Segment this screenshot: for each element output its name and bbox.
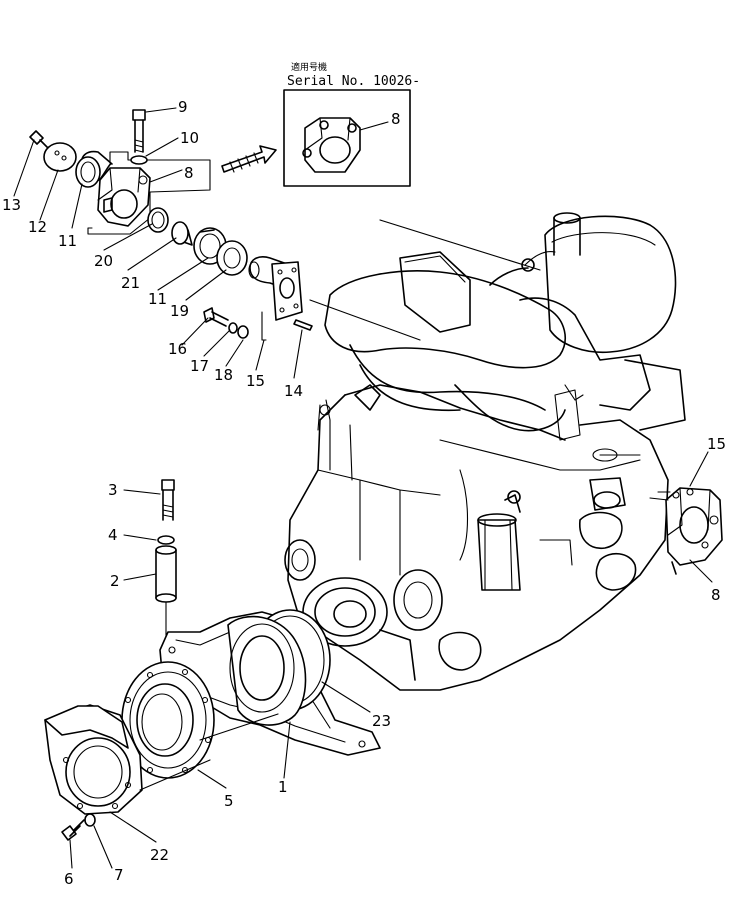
bolt-13 [29, 130, 44, 145]
inset-callout-8: 8 [391, 110, 401, 128]
washer-17 [228, 322, 238, 334]
callout-20: 20 [94, 252, 113, 270]
callout-13: 13 [2, 196, 21, 214]
callout-19: 19 [170, 302, 189, 320]
cover-22 [44, 704, 143, 815]
leader-lines [13, 107, 713, 869]
rear-bracket-assembly [649, 487, 723, 575]
bushing-11-top [75, 150, 113, 188]
washer-18 [237, 325, 249, 339]
washer-10 [130, 155, 148, 165]
callout-22: 22 [150, 846, 169, 864]
callout-9: 9 [178, 98, 188, 116]
callout-numbers: 9 10 8 13 12 11 20 21 11 19 16 17 18 15 … [2, 98, 726, 888]
callout-2: 2 [110, 572, 120, 590]
direction-arrow [221, 145, 277, 173]
bolt-3 [161, 479, 175, 521]
ring-20 [147, 207, 169, 233]
inset-applicable-label: 適用号機 [291, 61, 327, 73]
front-mount-parts [44, 479, 381, 841]
bolt-9 [132, 109, 146, 153]
callout-10: 10 [180, 129, 199, 147]
seal-cover-5 [121, 661, 215, 779]
callout-16: 16 [168, 340, 187, 358]
spacer-2 [155, 545, 177, 603]
bracket-8 [97, 167, 151, 227]
inset-frame [283, 89, 411, 187]
support-shaft-15 [248, 256, 303, 321]
callout-11-top: 11 [58, 232, 77, 250]
callout-23: 23 [372, 712, 391, 730]
pin-14 [293, 319, 313, 331]
callout-18: 18 [214, 366, 233, 384]
callout-3: 3 [108, 481, 118, 499]
callout-7: 7 [114, 866, 124, 884]
callout-15-left: 15 [246, 372, 265, 390]
cap-12 [43, 142, 77, 172]
callout-6: 6 [64, 870, 74, 888]
collar-21 [171, 221, 193, 246]
callout-21: 21 [121, 274, 140, 292]
front-support-parts [29, 109, 541, 341]
serial-inset: 適用号機 Serial No. 10026- 8 [283, 61, 420, 187]
washer-7 [84, 813, 96, 827]
bolt-6 [61, 819, 85, 841]
callout-15-right: 15 [707, 435, 726, 453]
inset-serial-label: Serial No. 10026- [287, 74, 420, 89]
callout-17: 17 [190, 357, 209, 375]
callout-8-right: 8 [711, 586, 721, 604]
callout-14: 14 [284, 382, 303, 400]
callout-12: 12 [28, 218, 47, 236]
washer-4 [157, 535, 175, 545]
bolt-16 [203, 307, 229, 327]
callout-8-top: 8 [184, 164, 194, 182]
inset-bracket-drawing [302, 117, 389, 173]
callout-11-lower: 11 [148, 290, 167, 308]
washer-19 [216, 240, 248, 276]
callout-5: 5 [224, 792, 234, 810]
callout-4: 4 [108, 526, 118, 544]
callout-1: 1 [278, 778, 288, 796]
flywheel-housing-plate [227, 615, 307, 726]
engine-assembly [284, 212, 686, 691]
